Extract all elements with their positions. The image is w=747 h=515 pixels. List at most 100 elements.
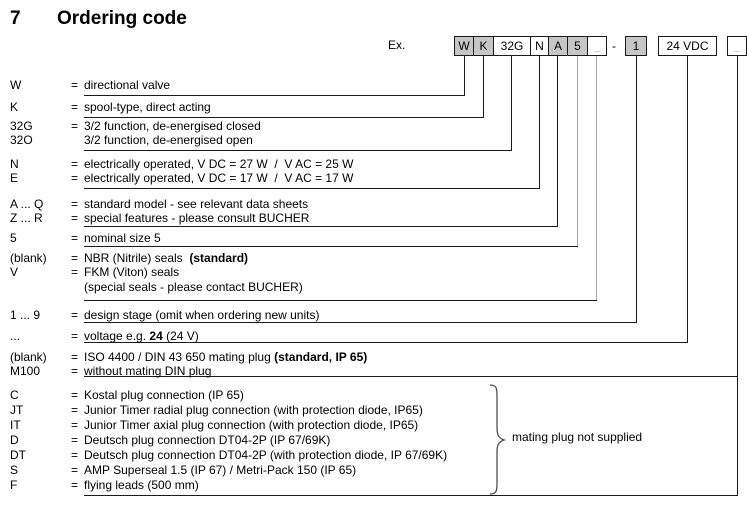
- code-box-label: _: [733, 39, 741, 53]
- code-box-label: A: [553, 39, 562, 53]
- code-box: W: [454, 36, 474, 56]
- code-description: voltage e.g. 24 (24 V): [84, 329, 199, 343]
- row-underline: [84, 226, 558, 227]
- code-description: NBR (Nitrile) seals (standard): [84, 251, 248, 265]
- connector-line-vertical: [636, 56, 637, 322]
- code-box-label: N: [535, 39, 544, 53]
- code-box-label: _: [593, 39, 601, 53]
- code-value: F: [10, 478, 18, 492]
- section-number: 7: [10, 8, 21, 29]
- connector-line-vertical: [483, 56, 484, 117]
- row-underline: [84, 117, 484, 118]
- code-value: IT: [10, 418, 21, 432]
- row-underline: [84, 246, 578, 247]
- connector-line-vertical: [596, 56, 597, 300]
- equals-sign: =: [71, 100, 79, 114]
- description-part: 3/2 function, de-energised open: [84, 133, 253, 147]
- code-box: A: [548, 36, 568, 56]
- row-underline: [84, 95, 465, 96]
- equals-sign: =: [71, 364, 79, 378]
- code-value: N: [10, 157, 19, 171]
- connector-line-vertical: [577, 56, 578, 246]
- code-box: 5: [567, 36, 588, 56]
- equals-sign: =: [71, 211, 79, 225]
- code-description: Junior Timer radial plug connection (wit…: [84, 403, 423, 417]
- code-description: directional valve: [84, 78, 170, 92]
- code-value: JT: [10, 403, 24, 417]
- equals-sign: =: [71, 448, 79, 462]
- equals-sign: =: [71, 308, 79, 322]
- description-part: flying leads (500 mm): [84, 478, 199, 492]
- code-separator-dash: -: [612, 39, 616, 53]
- description-part: nominal size 5: [84, 231, 161, 245]
- code-box-label: 1: [632, 39, 640, 53]
- code-box: N: [530, 36, 549, 56]
- description-part: design stage (omit when ordering new uni…: [84, 308, 320, 322]
- code-box-label: 5: [574, 39, 581, 53]
- row-underline: [84, 188, 540, 189]
- row-underline: [84, 300, 597, 301]
- code-box: _: [727, 36, 747, 56]
- row-underline: [84, 322, 637, 323]
- code-description: 3/2 function, de-energised open: [84, 133, 253, 147]
- description-part: AMP Superseal 1.5 (IP 67) / Metri-Pack 1…: [84, 463, 357, 477]
- code-value: DT: [10, 448, 26, 462]
- code-value: W: [10, 78, 22, 92]
- description-part: (24 V): [162, 329, 199, 343]
- connector-line-vertical: [737, 56, 738, 495]
- code-value: E: [10, 171, 19, 185]
- code-box: 24 VDC: [658, 36, 717, 56]
- description-part: special features - please consult BUCHER: [84, 211, 310, 225]
- description-part: directional valve: [84, 78, 171, 92]
- description-part: Deutsch plug connection DT04-2P (with pr…: [84, 448, 448, 462]
- description-bold-part: (standard): [189, 251, 249, 265]
- code-description: nominal size 5: [84, 231, 161, 245]
- equals-sign: =: [71, 463, 79, 477]
- equals-sign: =: [71, 418, 79, 432]
- row-underline: [84, 150, 512, 151]
- code-value: 5: [10, 231, 17, 245]
- code-description: AMP Superseal 1.5 (IP 67) / Metri-Pack 1…: [84, 463, 356, 477]
- code-value: 32O: [10, 133, 33, 147]
- description-part: Junior Timer axial plug connection (with…: [84, 418, 419, 432]
- equals-sign: =: [71, 119, 79, 133]
- code-value: S: [10, 463, 19, 477]
- code-box: _: [587, 36, 607, 56]
- description-part: Junior Timer radial plug connection (wit…: [84, 403, 423, 417]
- description-part: ISO 4400 / DIN 43 650 mating plug: [84, 350, 275, 364]
- code-value: (blank): [10, 350, 47, 364]
- brace-label: mating plug not supplied: [512, 430, 643, 444]
- code-description: standard model - see relevant data sheet…: [84, 197, 308, 211]
- code-value: C: [10, 388, 19, 402]
- code-description: Junior Timer axial plug connection (with…: [84, 418, 418, 432]
- equals-sign: =: [71, 157, 79, 171]
- code-value: D: [10, 433, 19, 447]
- description-part: electrically operated, V DC = 27 W / V A…: [84, 157, 354, 171]
- connector-line-vertical: [687, 56, 688, 342]
- description-part: voltage e.g.: [84, 329, 150, 343]
- code-value: V: [10, 265, 19, 279]
- code-description: FKM (Viton) seals: [84, 265, 179, 279]
- connector-line-vertical: [464, 56, 465, 95]
- code-description: design stage (omit when ordering new uni…: [84, 308, 319, 322]
- code-box-label: 24 VDC: [666, 39, 709, 53]
- code-value: Z ... R: [10, 211, 43, 225]
- equals-sign: =: [71, 329, 79, 343]
- description-part: Kostal plug connection (IP 65): [84, 388, 244, 402]
- code-value: A ... Q: [10, 197, 44, 211]
- code-box: 32G: [493, 36, 531, 56]
- description-part: (special seals - please contact BUCHER): [84, 280, 303, 294]
- code-box-label: W: [458, 39, 470, 53]
- row-underline: [84, 342, 688, 343]
- equals-sign: =: [71, 231, 79, 245]
- code-box: 1: [625, 36, 647, 56]
- code-box-label: 32G: [500, 39, 524, 53]
- code-description: Kostal plug connection (IP 65): [84, 388, 244, 402]
- description-part: spool-type, direct acting: [84, 100, 211, 114]
- grouping-brace: [489, 384, 506, 495]
- equals-sign: =: [71, 403, 79, 417]
- code-description: (special seals - please contact BUCHER): [84, 280, 303, 294]
- connector-line-vertical: [539, 56, 540, 188]
